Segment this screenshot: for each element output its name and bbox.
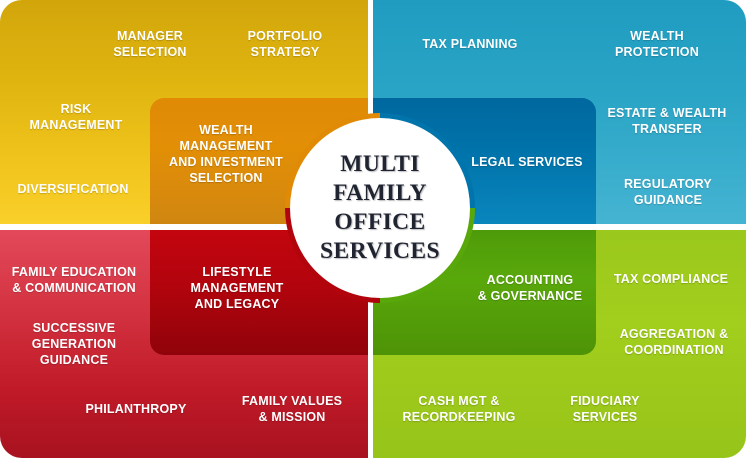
label-aggregation-coordination: AGGREGATION & COORDINATION: [619, 327, 729, 357]
label-cash-mgt-recordkeeping: CASH MGT & RECORDKEEPING: [402, 394, 516, 424]
label-successive-generation-guidance: SUCCESSIVE GENERATION GUIDANCE: [31, 321, 117, 367]
label-wealth-protection: WEALTH PROTECTION: [615, 29, 699, 59]
label-tax-planning: TAX PLANNING: [422, 37, 518, 51]
label-estate-wealth-transfer: ESTATE & WEALTH TRANSFER: [607, 106, 727, 136]
label-family-education-communication: FAMILY EDUCATION & COMMUNICATION: [11, 265, 137, 295]
label-wealth-management-and-investment-selection: WEALTH MANAGEMENT AND INVESTMENT SELECTI…: [169, 123, 283, 185]
center-title: MULTI FAMILY OFFICE SERVICES: [320, 150, 440, 265]
label-fiduciary-services: FIDUCIARY SERVICES: [570, 394, 640, 424]
label-lifestyle-management-and-legacy: LIFESTYLE MANAGEMENT AND LEGACY: [190, 265, 284, 311]
label-philanthropy: PHILANTHROPY: [85, 402, 187, 416]
center-hub[interactable]: MULTI FAMILY OFFICE SERVICES: [285, 113, 475, 303]
label-manager-selection: MANAGER SELECTION: [113, 29, 187, 59]
label-family-values-mission: FAMILY VALUES & MISSION: [241, 394, 343, 424]
label-regulatory-guidance: REGULATORY GUIDANCE: [624, 177, 712, 207]
label-portfolio-strategy: PORTFOLIO STRATEGY: [247, 29, 323, 59]
quadrant-family[interactable]: [0, 230, 368, 458]
label-tax-compliance: TAX COMPLIANCE: [613, 272, 729, 286]
label-risk-management: RISK MANAGEMENT: [29, 102, 123, 132]
label-legal-services: LEGAL SERVICES: [471, 155, 583, 169]
label-accounting-governance: ACCOUNTING & GOVERNANCE: [477, 273, 583, 303]
label-diversification: DIVERSIFICATION: [17, 182, 129, 196]
center-disc: MULTI FAMILY OFFICE SERVICES: [290, 118, 470, 298]
